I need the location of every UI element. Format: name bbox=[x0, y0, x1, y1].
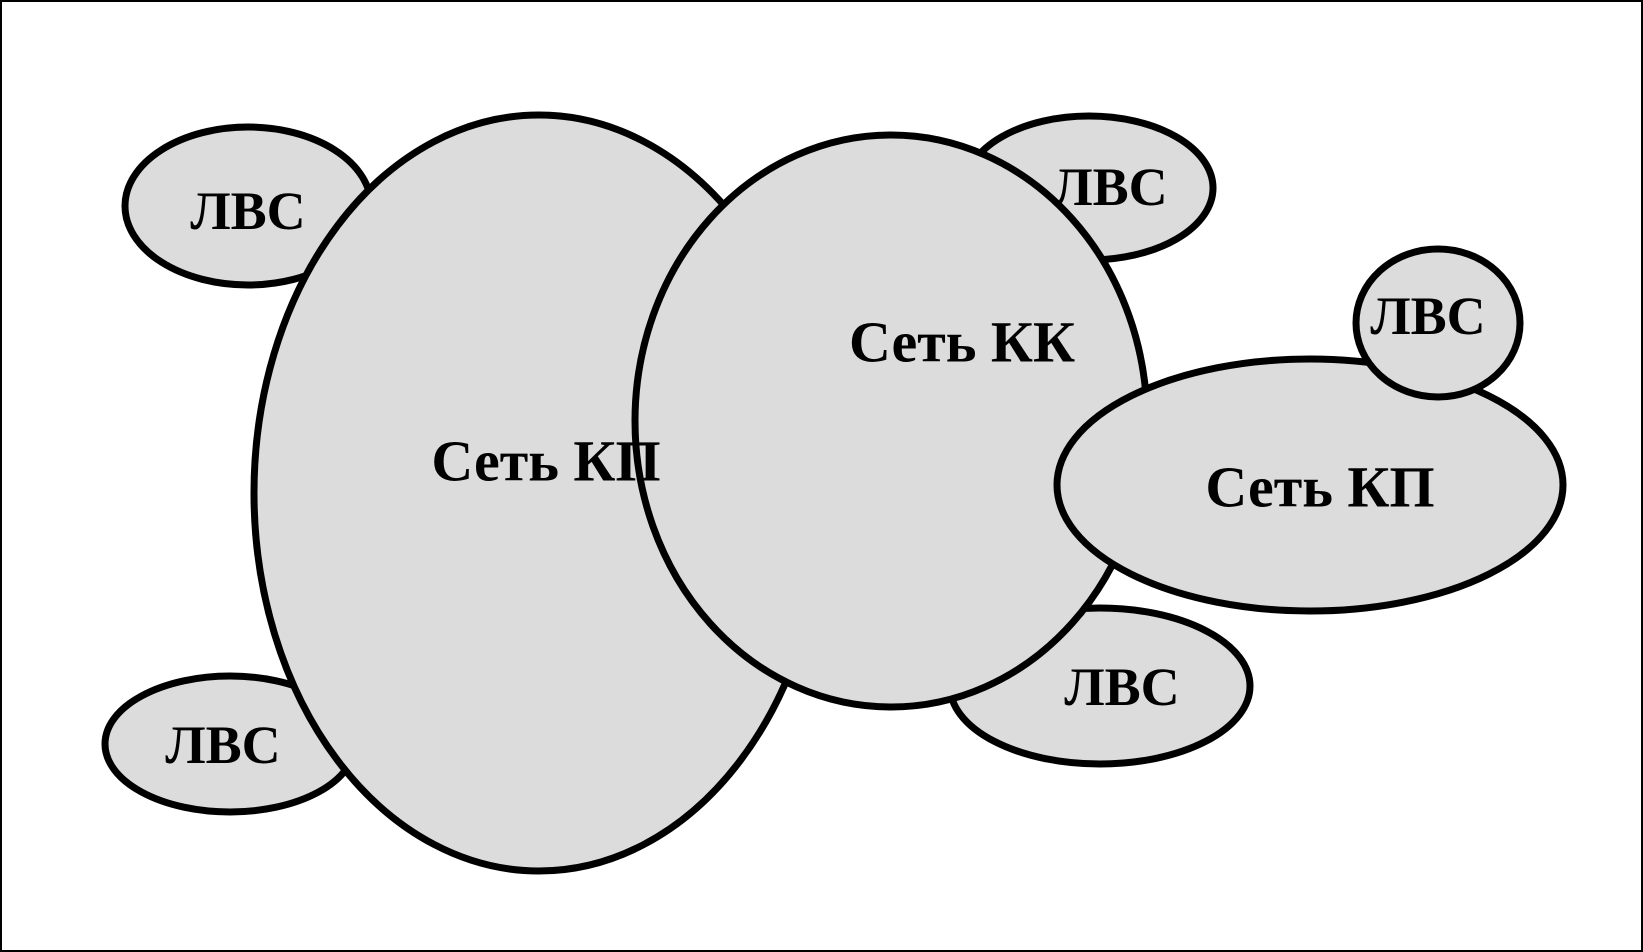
lan-top-center-label: ЛВС bbox=[1052, 157, 1167, 217]
network-kp-right-label: Сеть КП bbox=[1205, 455, 1434, 520]
lan-top-right-label: ЛВС bbox=[1370, 286, 1485, 346]
lan-top-left-label: ЛВС bbox=[190, 181, 305, 241]
lan-bottom-left-label: ЛВС bbox=[165, 715, 280, 775]
network-kp-left-label: Сеть КП bbox=[431, 429, 660, 494]
network-kk-ellipse bbox=[631, 131, 1151, 711]
network-kp-right-ellipse bbox=[1053, 355, 1567, 615]
lan-bottom-center-label: ЛВС bbox=[1064, 657, 1179, 717]
network-kk-label: Сеть КК bbox=[849, 310, 1075, 375]
lan-top-right-ellipse bbox=[1352, 245, 1524, 401]
